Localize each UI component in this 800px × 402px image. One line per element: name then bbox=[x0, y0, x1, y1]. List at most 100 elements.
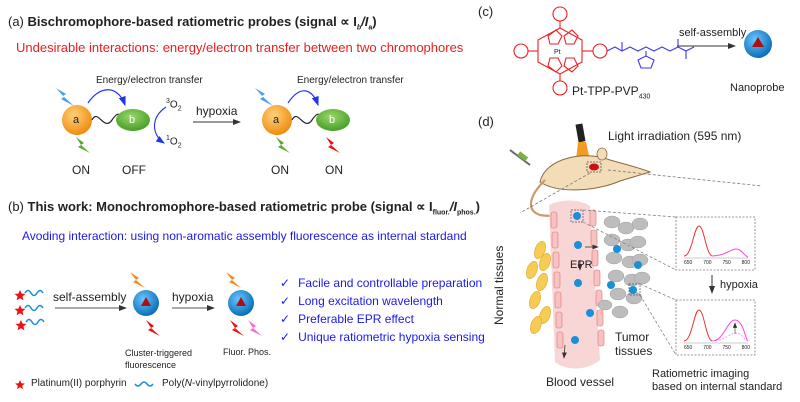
oxygen-conversion-arrow bbox=[153, 106, 167, 144]
transfer-arrow-right bbox=[287, 90, 319, 107]
nanoprobe-label: Nanoprobe bbox=[730, 82, 785, 94]
chromophore-a-label-right: a bbox=[273, 114, 280, 126]
porphyrin-core-icon bbox=[236, 297, 246, 306]
tumor-cells bbox=[597, 215, 651, 319]
transfer-label-right: Energy/electron transfer bbox=[297, 75, 404, 86]
panel-b-graphics bbox=[14, 272, 262, 390]
panel-a-title: (a) Bischromophore-based ratiometric pro… bbox=[8, 14, 377, 32]
self-assembly-label-b: self-assembly bbox=[53, 290, 127, 304]
star-icon bbox=[15, 320, 27, 331]
molecule-name: Pt-TPP-PVP430 bbox=[572, 84, 651, 101]
chromophore-b-left bbox=[116, 109, 150, 131]
platinum-atom-label: Pt bbox=[554, 49, 561, 56]
advantage-item: ✓Unique ratiometric hypoxia sensing bbox=[280, 330, 485, 344]
pvp-structure bbox=[606, 39, 695, 69]
ratiometric-imaging-label: Ratiometric imaging based on internal st… bbox=[652, 368, 783, 393]
legend-wave-label: Poly(N-vinylpyrrolidone) bbox=[162, 378, 269, 389]
star-icon bbox=[14, 290, 26, 301]
advantage-item: ✓Preferable EPR effect bbox=[280, 312, 414, 326]
chromophore-b-right bbox=[316, 109, 350, 131]
emission-green-bolt-icon bbox=[76, 137, 90, 153]
excitation-orange-bolt-icon bbox=[226, 272, 241, 288]
chromophore-a-right bbox=[262, 105, 292, 135]
triplet-oxygen-label: 3O2 bbox=[166, 98, 182, 113]
fluorescence-peak-curve bbox=[683, 309, 713, 342]
syringe-icon bbox=[509, 149, 531, 166]
fluorescence-red-bolt-icon bbox=[146, 320, 160, 336]
pt-tpp-pvp-chains bbox=[14, 289, 45, 331]
porphyrin-structure bbox=[513, 6, 608, 96]
porphyrin-core-icon bbox=[141, 297, 151, 306]
excitation-bolt-icon bbox=[255, 88, 273, 106]
chromophore-a-left bbox=[62, 105, 92, 135]
state-right-b: ON bbox=[325, 163, 343, 177]
zoom-line-bottom bbox=[519, 172, 591, 214]
panel-a-subtitle: Undesirable interactions: energy/electro… bbox=[16, 40, 464, 55]
panel-a-graphics bbox=[56, 88, 350, 153]
advantages-list: ✓Facile and controllable preparation ✓Lo… bbox=[280, 274, 485, 346]
epr-label: EPR bbox=[570, 259, 593, 271]
transfer-label-left: Energy/electron transfer bbox=[96, 75, 203, 86]
self-assembly-label-c: self-assembly bbox=[679, 27, 747, 39]
transfer-arrow-left bbox=[87, 89, 126, 107]
spectrum-ticks-top: 650 700 750 800 bbox=[684, 260, 750, 266]
zoom-line-top bbox=[607, 169, 763, 187]
mouse-ear bbox=[596, 147, 608, 161]
tumor-marker bbox=[589, 163, 599, 171]
cluster-caption: Cluster-triggered fluorescence bbox=[125, 348, 193, 370]
spectrum-box-normoxia bbox=[675, 216, 756, 271]
hypoxia-label-d: hypoxia bbox=[720, 279, 758, 291]
panel-b-subtitle: Avoding interaction: using non-aromatic … bbox=[22, 229, 467, 243]
tumor-tissues-label: Tumor tissues bbox=[615, 330, 653, 358]
chromophore-a-label-left: a bbox=[73, 114, 80, 126]
nanoparticles-in-vessel bbox=[571, 212, 642, 344]
state-left-a: ON bbox=[72, 163, 90, 177]
emission-green-bolt-icon bbox=[276, 137, 290, 153]
spectrum-ticks-bottom: 650 700 750 800 bbox=[684, 345, 750, 351]
chromophore-b-label-left: b bbox=[129, 114, 136, 126]
normal-tissues-label: Normal tissues bbox=[492, 245, 506, 325]
panel-d-label: (d) bbox=[478, 114, 494, 129]
vessel-wall-cells bbox=[550, 209, 605, 349]
pvp-wave bbox=[24, 304, 44, 312]
panel-d-graphics bbox=[509, 123, 763, 369]
fluorescence-peak-curve bbox=[683, 225, 713, 257]
spectrum-box-hypoxia bbox=[675, 299, 756, 356]
panel-b-title: (b) This work: Monochromophore-based rat… bbox=[8, 199, 480, 217]
star-icon bbox=[14, 305, 26, 316]
chromophore-b-label-right: b bbox=[329, 114, 336, 126]
phosphorescence-curve bbox=[711, 248, 749, 258]
pvp-wave bbox=[24, 289, 44, 297]
phosphorescence-enhanced-curve bbox=[711, 319, 749, 342]
phosphorescence-pink-bolt-icon bbox=[248, 320, 262, 336]
flashlight-icon bbox=[575, 123, 586, 143]
light-irradiation-label: Light irradiation (595 nm) bbox=[608, 129, 742, 143]
normal-tissue-cells bbox=[526, 241, 551, 334]
check-icon: ✓ bbox=[280, 312, 291, 326]
panel-c-label: (c) bbox=[478, 4, 494, 19]
phosphorescence-baseline-curve bbox=[711, 332, 749, 342]
legend-star-label: Platinum(II) porphyrin bbox=[31, 378, 127, 389]
state-right-a: ON bbox=[271, 163, 289, 177]
pvp-wave bbox=[25, 318, 45, 326]
legend-star-icon bbox=[15, 380, 25, 390]
check-icon: ✓ bbox=[280, 294, 291, 308]
advantage-item: ✓Facile and controllable preparation bbox=[280, 276, 483, 290]
tumor-zoom-box bbox=[628, 283, 641, 296]
tumor-site bbox=[586, 161, 602, 173]
emission-red-bolt-icon bbox=[326, 137, 340, 153]
blood-vessel-label: Blood vessel bbox=[546, 375, 615, 389]
state-left-b: OFF bbox=[122, 163, 146, 177]
check-icon: ✓ bbox=[280, 330, 291, 344]
fluorescence-red-bolt-icon bbox=[230, 320, 244, 336]
hypoxia-label-a: hypoxia bbox=[196, 104, 238, 118]
singlet-oxygen-label: 1O2 bbox=[166, 135, 182, 150]
excitation-bolt-icon bbox=[56, 88, 74, 106]
hypoxia-label-b: hypoxia bbox=[172, 290, 214, 304]
nanoprobe-core-icon bbox=[752, 37, 764, 47]
fluor-phos-caption: Fluor. Phos. bbox=[223, 347, 272, 357]
panel-c-graphics: Pt bbox=[513, 6, 772, 96]
flow-arrow bbox=[562, 344, 567, 359]
excitation-orange-bolt-icon bbox=[130, 272, 145, 288]
